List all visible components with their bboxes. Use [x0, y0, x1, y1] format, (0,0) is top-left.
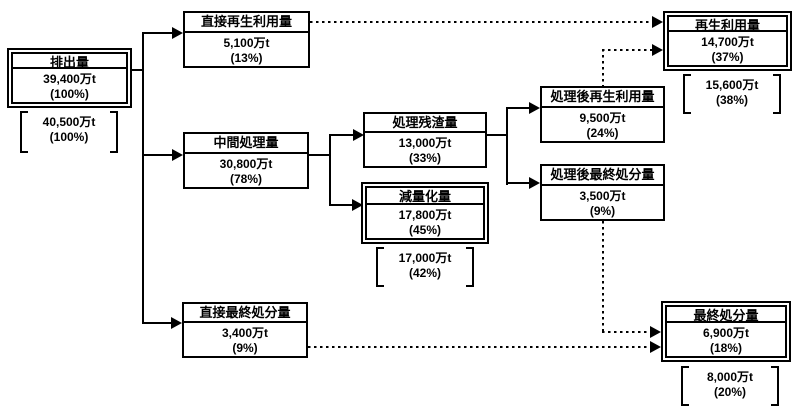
- box-volume-reduction-percent: (45%): [408, 223, 441, 237]
- box-post-treatment-final-disposal-amount: 3,500万t: [579, 189, 626, 203]
- dotted-post-recycling-to-recycling-total: [602, 49, 652, 51]
- connector-to-intermediate-treatment: [142, 154, 173, 156]
- bracket-left-glyph: [681, 366, 689, 406]
- box-final-disposal-total: 最終処分量 6,900万t (18%): [665, 305, 787, 358]
- box-emissions-percent: (100%): [50, 87, 89, 101]
- connector-residue-out: [486, 134, 508, 136]
- bracket-final-disposal-total-alt-percent: (20%): [713, 385, 746, 399]
- box-direct-final-disposal-percent: (9%): [232, 341, 258, 355]
- box-final-disposal-total-amount: 6,900万t: [702, 326, 750, 340]
- bracket-recycling-total-alt-amount: 15,600万t: [705, 78, 759, 92]
- arrowhead-post-final-to-total: [650, 326, 661, 338]
- bracket-left-glyph: [683, 74, 691, 114]
- connector-to-post-final-disposal: [506, 182, 530, 184]
- box-treatment-residue: 処理残渣量 13,000万t (33%): [363, 112, 487, 168]
- box-treatment-residue-amount: 13,000万t: [398, 136, 452, 150]
- box-post-treatment-recycling-percent: (24%): [586, 126, 619, 140]
- box-intermediate-treatment-percent: (78%): [229, 172, 262, 186]
- box-direct-recycling-amount: 5,100万t: [223, 36, 270, 50]
- arrowhead-direct-final-to-total: [650, 341, 661, 353]
- box-final-disposal-total-title: 最終処分量: [667, 307, 785, 323]
- box-direct-recycling-percent: (13%): [230, 51, 263, 65]
- box-recycling-total-amount: 14,700万t: [701, 35, 754, 49]
- box-treatment-residue-percent: (33%): [408, 151, 441, 165]
- box-emissions-title: 排出量: [13, 54, 126, 69]
- bracket-emissions-alt: 40,500万t (100%): [20, 111, 118, 153]
- box-intermediate-treatment-amount: 30,800万t: [219, 157, 273, 171]
- connector-emissions-branch-vertical: [142, 32, 144, 324]
- box-direct-recycling-title: 直接再生利用量: [185, 13, 308, 33]
- arrowhead-direct-recycling-to-total: [652, 16, 663, 28]
- connector-intermediate-out: [308, 154, 331, 156]
- box-recycling-total-percent: (37%): [711, 50, 744, 64]
- box-volume-reduction: 減量化量 17,800万t (45%): [365, 186, 485, 240]
- box-post-treatment-final-disposal-percent: (9%): [589, 204, 616, 218]
- dotted-direct-final-to-final-total: [308, 346, 650, 348]
- box-direct-final-disposal-title: 直接最終処分量: [184, 304, 306, 323]
- box-intermediate-treatment: 中間処理量 30,800万t (78%): [183, 132, 309, 189]
- connector-to-treatment-residue: [329, 134, 353, 136]
- box-emissions: 排出量 39,400万t (100%): [11, 52, 128, 104]
- box-recycling-total: 再生利用量 14,700万t (37%): [667, 15, 788, 67]
- connector-intermediate-branch-vertical: [329, 134, 331, 206]
- arrowhead-to-volume-reduction: [352, 199, 363, 211]
- bracket-emissions-alt-amount: 40,500万t: [42, 115, 96, 129]
- dotted-direct-recycling-to-recycling-total: [310, 21, 652, 23]
- arrowhead-to-treatment-residue: [353, 129, 364, 141]
- box-volume-reduction-amount: 17,800万t: [398, 208, 452, 222]
- bracket-left-glyph: [20, 111, 28, 153]
- bracket-volume-reduction-alt-amount: 17,000万t: [398, 251, 452, 265]
- box-post-treatment-recycling: 処理後再生利用量 9,500万t (24%): [540, 86, 665, 143]
- bracket-left-glyph: [376, 247, 384, 287]
- box-volume-reduction-title: 減量化量: [367, 188, 483, 205]
- box-direct-final-disposal-amount: 3,400万t: [221, 326, 269, 340]
- bracket-final-disposal-total-alt: 8,000万t (20%): [681, 366, 779, 406]
- box-post-treatment-recycling-amount: 9,500万t: [579, 111, 626, 125]
- box-intermediate-treatment-title: 中間処理量: [185, 134, 307, 154]
- arrowhead-to-direct-recycling: [172, 27, 183, 39]
- arrowhead-to-intermediate-treatment: [172, 149, 183, 161]
- bracket-recycling-total-alt-percent: (38%): [715, 93, 748, 107]
- connector-to-post-recycling: [506, 107, 530, 109]
- bracket-emissions-alt-percent: (100%): [49, 130, 89, 144]
- box-recycling-total-title: 再生利用量: [669, 17, 786, 32]
- connector-to-direct-final-disposal: [142, 322, 172, 324]
- box-direct-final-disposal: 直接最終処分量 3,400万t (9%): [182, 302, 308, 358]
- box-emissions-amount: 39,400万t: [43, 72, 96, 86]
- box-post-treatment-recycling-title: 処理後再生利用量: [542, 88, 663, 108]
- dotted-post-final-down: [602, 221, 604, 332]
- connector-to-volume-reduction: [329, 204, 353, 206]
- bracket-right-glyph: [771, 366, 779, 406]
- arrowhead-to-direct-final-disposal: [171, 317, 182, 329]
- bracket-right-glyph: [773, 74, 781, 114]
- box-post-treatment-final-disposal-title: 処理後最終処分量: [542, 166, 663, 186]
- connector-emissions-out: [130, 69, 144, 71]
- box-post-treatment-final-disposal: 処理後最終処分量 3,500万t (9%): [540, 164, 665, 221]
- bracket-volume-reduction-alt: 17,000万t (42%): [376, 247, 474, 287]
- connector-residue-branch-vertical: [506, 107, 508, 185]
- connector-to-direct-recycling: [142, 32, 173, 34]
- bracket-right-glyph: [466, 247, 474, 287]
- bracket-volume-reduction-alt-percent: (42%): [408, 266, 441, 280]
- bracket-final-disposal-total-alt-amount: 8,000万t: [706, 370, 754, 384]
- bracket-right-glyph: [110, 111, 118, 153]
- box-final-disposal-total-percent: (18%): [709, 341, 742, 355]
- arrowhead-to-post-final-disposal: [529, 177, 540, 189]
- dotted-post-recycling-up: [602, 49, 604, 87]
- bracket-recycling-total-alt: 15,600万t (38%): [683, 74, 781, 114]
- arrowhead-to-post-recycling: [529, 102, 540, 114]
- arrowhead-post-recycling-to-total: [652, 44, 663, 56]
- box-direct-recycling: 直接再生利用量 5,100万t (13%): [183, 11, 310, 68]
- box-treatment-residue-title: 処理残渣量: [365, 114, 485, 133]
- dotted-post-final-to-final-total: [602, 331, 650, 333]
